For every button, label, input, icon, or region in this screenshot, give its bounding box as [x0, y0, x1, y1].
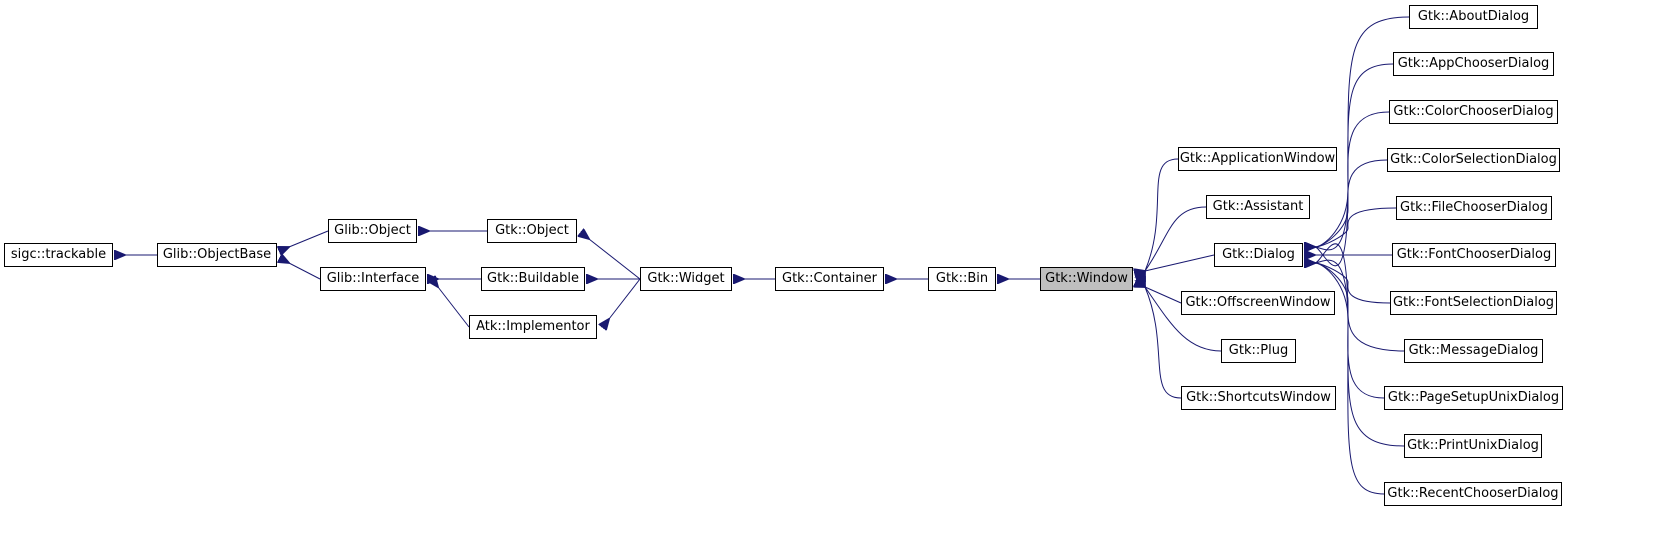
- edge-gtk-applicationwindow-to-gtk-window: [1145, 158, 1179, 271]
- node-gtk-pagesetupunixdialog[interactable]: Gtk::PageSetupUnixDialog: [1384, 386, 1563, 410]
- node-gtk-assistant[interactable]: Gtk::Assistant: [1206, 195, 1310, 219]
- edge-gtk-widget-to-atk-implementor: [609, 278, 641, 319]
- node-glib-objectbase[interactable]: Glib::ObjectBase: [157, 243, 277, 267]
- edge-gtk-colorselectiondialog-to-gtk-dialog: [1315, 159, 1388, 247]
- node-gtk-filechooserdialog[interactable]: Gtk::FileChooserDialog: [1396, 196, 1552, 220]
- edge-gtk-shortcutswindow-to-gtk-window: [1145, 287, 1182, 399]
- edge-gtk-colorchooserdialog-to-gtk-dialog: [1315, 111, 1390, 247]
- node-sigc-trackable[interactable]: sigc::trackable: [4, 243, 113, 267]
- node-gtk-messagedialog[interactable]: Gtk::MessageDialog: [1404, 339, 1543, 363]
- edge-gtk-assistant-to-gtk-window: [1145, 206, 1207, 271]
- edge-gtk-fontselectiondialog-to-gtk-dialog: [1315, 263, 1391, 304]
- node-gtk-plug[interactable]: Gtk::Plug: [1221, 339, 1296, 363]
- node-atk-implementor[interactable]: Atk::Implementor: [469, 315, 597, 339]
- node-gtk-container[interactable]: Gtk::Container: [775, 267, 884, 291]
- edge-gtk-widget-to-gtk-object: [589, 239, 641, 280]
- edge-gtk-plug-to-gtk-window: [1145, 287, 1222, 352]
- edge-gtk-recentchooserdialog-to-gtk-dialog: [1315, 243, 1385, 495]
- node-gtk-fontchooserdialog[interactable]: Gtk::FontChooserDialog: [1392, 243, 1556, 267]
- edge-gtk-pagesetupunixdialog-to-gtk-dialog: [1315, 263, 1385, 399]
- node-gtk-appchooserdialog[interactable]: Gtk::AppChooserDialog: [1393, 52, 1554, 76]
- node-glib-object[interactable]: Glib::Object: [328, 219, 417, 243]
- node-gtk-printunixdialog[interactable]: Gtk::PrintUnixDialog: [1404, 434, 1542, 458]
- node-gtk-colorselectiondialog[interactable]: Gtk::ColorSelectionDialog: [1387, 148, 1560, 172]
- edge-glib-interface-to-glib-objectbase: [289, 263, 321, 280]
- node-gtk-bin[interactable]: Gtk::Bin: [928, 267, 996, 291]
- node-gtk-fontselectiondialog[interactable]: Gtk::FontSelectionDialog: [1390, 291, 1557, 315]
- node-gtk-window: Gtk::Window: [1040, 267, 1133, 291]
- edge-gtk-filechooserdialog-to-gtk-dialog: [1315, 207, 1397, 247]
- node-gtk-recentchooserdialog[interactable]: Gtk::RecentChooserDialog: [1384, 482, 1562, 506]
- node-gtk-applicationwindow[interactable]: Gtk::ApplicationWindow: [1178, 147, 1337, 171]
- edge-glib-object-to-glib-objectbase: [289, 230, 329, 247]
- edge-gtk-printunixdialog-to-gtk-dialog: [1315, 260, 1405, 447]
- node-glib-interface[interactable]: Glib::Interface: [320, 267, 426, 291]
- node-gtk-shortcutswindow[interactable]: Gtk::ShortcutsWindow: [1181, 386, 1336, 410]
- node-gtk-dialog[interactable]: Gtk::Dialog: [1214, 243, 1303, 267]
- edge-gtk-offscreenwindow-to-gtk-window: [1145, 287, 1182, 304]
- node-gtk-aboutdialog[interactable]: Gtk::AboutDialog: [1409, 5, 1538, 29]
- node-gtk-offscreenwindow[interactable]: Gtk::OffscreenWindow: [1181, 291, 1335, 315]
- node-gtk-colorchooserdialog[interactable]: Gtk::ColorChooserDialog: [1389, 100, 1558, 124]
- node-gtk-object[interactable]: Gtk::Object: [487, 219, 577, 243]
- edge-atk-implementor-to-glib-interface: [438, 287, 470, 328]
- node-gtk-buildable[interactable]: Gtk::Buildable: [481, 267, 585, 291]
- edge-gtk-dialog-to-gtk-window: [1145, 254, 1215, 271]
- node-gtk-widget[interactable]: Gtk::Widget: [640, 267, 732, 291]
